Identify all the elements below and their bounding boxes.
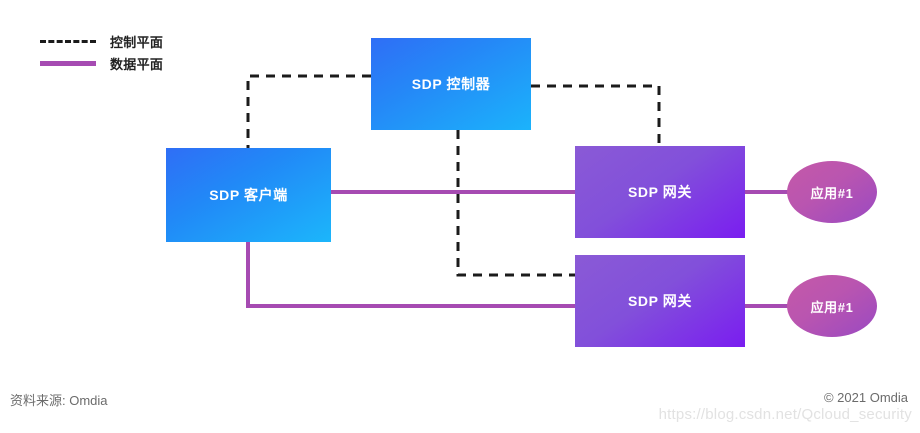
- copyright-notice: © 2021 Omdia: [823, 390, 908, 405]
- node-application-2[interactable]: 应用#1: [787, 275, 877, 337]
- node-sdp-controller[interactable]: SDP 控制器: [371, 38, 531, 130]
- solid-line-icon: [40, 57, 96, 69]
- node-label-sdp-gateway-2: SDP 网关: [627, 293, 693, 309]
- node-sdp-client[interactable]: SDP 客户端: [166, 148, 331, 242]
- node-label-sdp-gateway-1: SDP 网关: [627, 184, 693, 200]
- control-edge-controller-to-gateway-2: [456, 130, 575, 277]
- control-edge-controller-to-gateway-1: [531, 84, 661, 146]
- control-edge-controller-to-client: [246, 74, 371, 148]
- node-sdp-gateway-1[interactable]: SDP 网关: [575, 146, 745, 238]
- legend-item-control-plane: 控制平面: [40, 30, 240, 52]
- legend-item-data-plane: 数据平面: [40, 52, 240, 74]
- node-label-application-1: 应用#1: [810, 185, 854, 201]
- legend-label-data-plane: 数据平面: [110, 56, 164, 72]
- data-edge-client-to-gateway-2: [246, 242, 575, 308]
- node-application-1[interactable]: 应用#1: [787, 161, 877, 223]
- legend: 控制平面 数据平面: [40, 30, 240, 74]
- legend-label-control-plane: 控制平面: [110, 34, 164, 50]
- dashed-line-icon: [40, 35, 96, 47]
- node-label-application-2: 应用#1: [810, 299, 854, 315]
- node-label-sdp-client: SDP 客户端: [209, 187, 288, 203]
- node-sdp-gateway-2[interactable]: SDP 网关: [575, 255, 745, 347]
- node-label-sdp-controller: SDP 控制器: [411, 76, 491, 92]
- source-attribution: 资料来源: Omdia: [10, 393, 108, 408]
- watermark-url: https://blog.csdn.net/Qcloud_security: [658, 406, 912, 423]
